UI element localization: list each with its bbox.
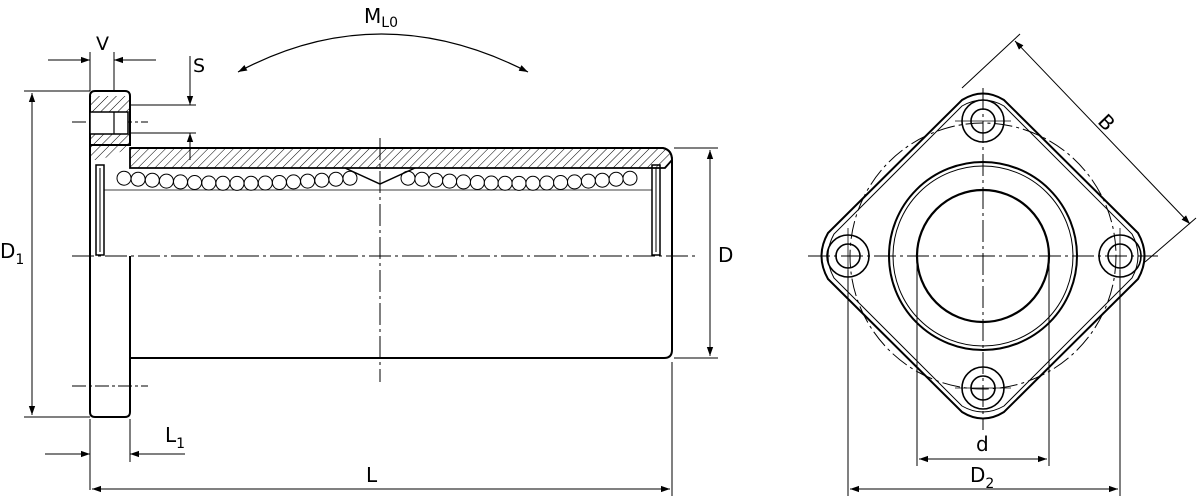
ball — [144, 172, 160, 188]
d1-label: D1 — [0, 239, 24, 268]
square-flange-outline — [820, 92, 1146, 420]
ball — [229, 175, 245, 191]
housing-step-circle — [892, 165, 1074, 347]
ball — [456, 174, 471, 190]
ball — [215, 175, 231, 191]
d-label: D — [718, 243, 733, 267]
ball — [608, 171, 624, 187]
front-dimensions — [847, 33, 1197, 496]
l-label: L — [366, 463, 378, 487]
ball — [567, 174, 582, 190]
ball — [442, 173, 458, 189]
ball — [594, 172, 610, 188]
seal-left — [95, 164, 105, 256]
ball — [314, 172, 330, 188]
ball — [342, 170, 358, 186]
ball — [580, 173, 596, 189]
flange-section-hatch — [90, 96, 130, 112]
v-label: V — [96, 33, 109, 55]
ball — [525, 175, 541, 191]
side-dimensions — [24, 33, 718, 496]
ball — [328, 171, 344, 187]
ball — [469, 175, 485, 190]
ball — [483, 175, 499, 191]
ball — [511, 175, 527, 191]
d2-label: D2 — [970, 463, 994, 492]
ml0-label: ML0 — [364, 4, 398, 31]
ball — [428, 172, 444, 188]
flange-outline — [89, 90, 131, 146]
ball — [539, 175, 555, 191]
ball — [187, 175, 203, 190]
housing-outer-circle — [888, 161, 1078, 351]
flange-lower — [89, 256, 131, 418]
center-ridge — [344, 167, 416, 185]
ball — [130, 171, 146, 187]
b-label: B — [1093, 109, 1120, 136]
ml0-moment-arc — [237, 33, 529, 73]
ball — [286, 174, 301, 190]
small-d-label: d — [976, 432, 989, 456]
ball — [300, 173, 316, 189]
ball — [622, 170, 638, 186]
l1-label: L1 — [165, 423, 185, 452]
ball — [173, 174, 188, 190]
mount-hole-bottom — [955, 366, 1011, 410]
side-view — [72, 90, 695, 418]
ball — [271, 175, 287, 190]
ball-rows — [116, 170, 638, 191]
seal-right — [651, 164, 661, 256]
ball — [414, 171, 430, 187]
ball — [553, 175, 569, 190]
ball — [201, 175, 217, 191]
housing-right-end — [662, 147, 673, 359]
mount-hole-section — [89, 111, 129, 135]
ball — [243, 175, 259, 191]
ball — [158, 173, 174, 189]
ball — [497, 175, 513, 191]
b-dimension-line — [1014, 40, 1191, 225]
front-view — [808, 88, 1158, 430]
ball — [116, 170, 132, 186]
s-label: S — [193, 55, 205, 77]
housing-wall-section — [129, 147, 673, 169]
ball — [257, 175, 273, 191]
mount-hole-top — [955, 99, 1011, 143]
bolt-pitch-circle — [849, 122, 1117, 390]
